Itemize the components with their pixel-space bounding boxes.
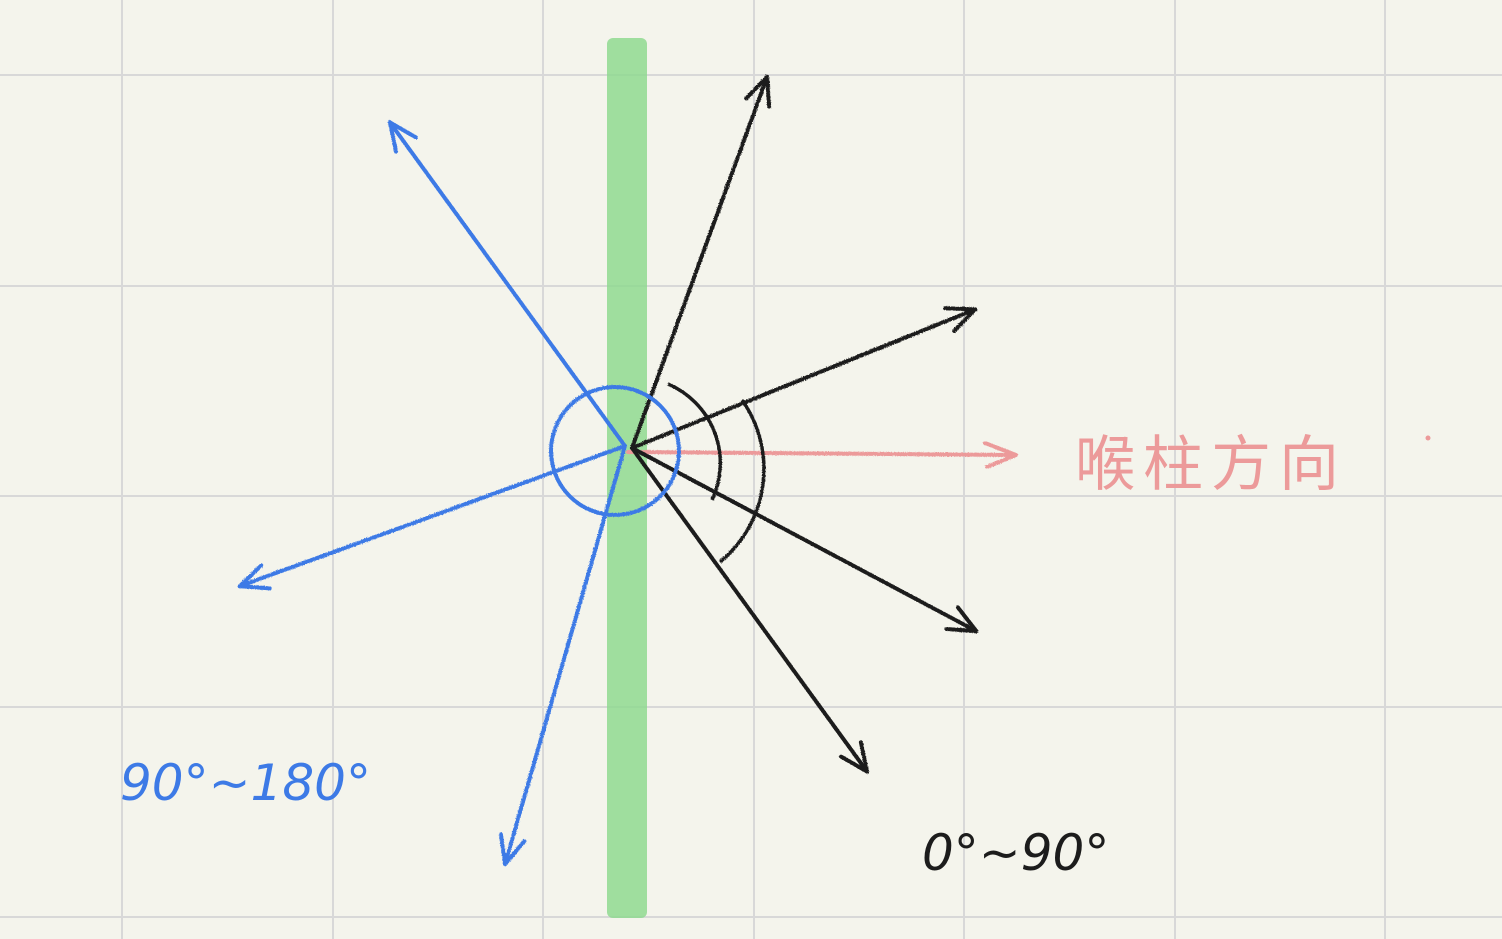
obtuse-arrowhead [498,832,527,867]
normal-direction-label: 喉柱方向 [1075,430,1347,500]
acute-arrowhead [944,605,979,634]
acute-ray [630,446,979,634]
obtuse-angle-circle [549,385,681,517]
angle-arcs [549,382,766,564]
obtuse-arrowhead [237,563,272,591]
normal-direction-arrow [626,441,1018,469]
surface-bar [607,38,647,918]
acute-ray [630,446,870,774]
acute-ray [630,74,770,450]
obtuse-ray [237,444,627,589]
obtuse-range-label: 90°~180° [120,754,371,812]
obtuse-arrowhead [387,120,418,154]
acute-arrowhead [839,740,870,774]
obtuse-ray [387,120,627,448]
label-dot [1425,435,1431,441]
acute-range-label: 0°~90° [922,824,1109,882]
acute-angle-arc-outer [718,398,766,564]
acute-arrowhead [744,74,772,109]
acute-rays-group [630,74,979,774]
acute-angle-arc-inner [667,382,723,501]
acute-arrowhead [943,306,978,333]
acute-ray [630,307,978,450]
